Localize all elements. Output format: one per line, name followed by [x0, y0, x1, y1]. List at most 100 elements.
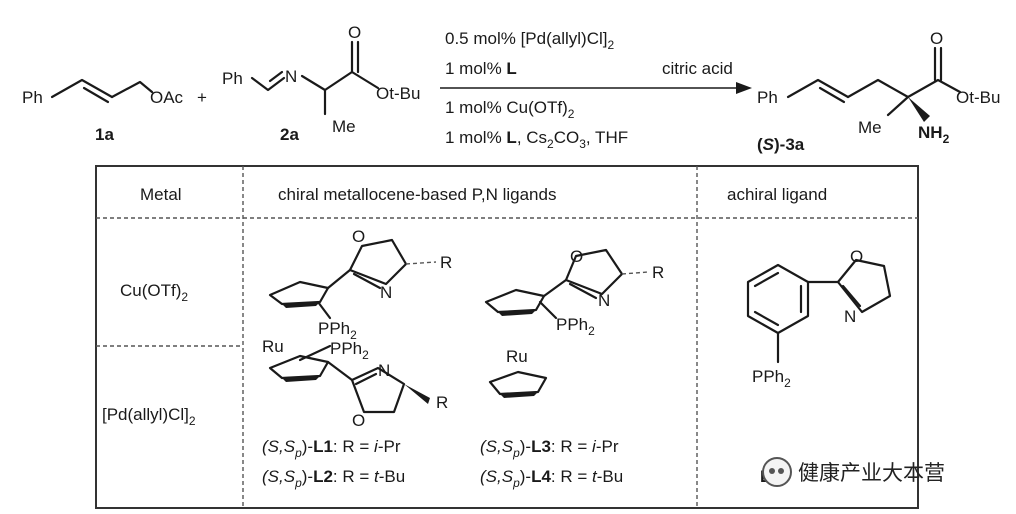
l2-cn-double — [354, 372, 378, 386]
l1-r: R — [440, 253, 452, 272]
l3-cp-front — [498, 310, 536, 316]
l1-cp-front — [282, 302, 320, 308]
reactant2-label: 2a — [280, 125, 299, 144]
ligand-label-l3: (S,Sp)-L3: R = i-Pr — [480, 437, 619, 460]
l1-oxazoline — [348, 238, 408, 286]
l2-ru: Ru — [262, 337, 284, 356]
l1-pph2-bond — [316, 300, 332, 320]
reactant1-ph: Ph — [22, 88, 43, 107]
product-ester-bond — [906, 78, 962, 99]
l1-link-bond — [326, 268, 352, 290]
ligand-label-l4: (S,Sp)-L4: R = t-Bu — [480, 467, 623, 490]
reactant2-ph-ch — [250, 76, 286, 92]
ligand-l4-ru: Ru — [488, 347, 548, 398]
l3-cn-double — [568, 282, 598, 300]
product-double-bond — [818, 86, 846, 104]
row-cu: Cu(OTf)2 — [120, 281, 188, 304]
condition-citric-acid: citric acid — [662, 59, 733, 78]
header-chiral: chiral metallocene-based P,N ligands — [278, 185, 556, 204]
product-me-bond — [886, 95, 910, 117]
achiral-o: O — [850, 247, 863, 266]
achiral-benzene-db1 — [753, 271, 780, 288]
l3-pph2-bond — [538, 300, 558, 320]
ligand-labels: (S,Sp)-L1: R = i-Pr (S,Sp)-L2: R = t-Bu … — [262, 437, 623, 490]
l2-link-bond — [326, 360, 354, 382]
watermark: 健康产业大本营 — [762, 457, 945, 487]
l2-n: N — [378, 361, 390, 380]
condition-pd: 0.5 mol% [Pd(allyl)Cl]2 — [445, 29, 615, 52]
product-3a: Ph O Ot-Bu Me NH2 (S)-3a — [757, 29, 1000, 154]
achiral-n: N — [844, 307, 856, 326]
achiral-benzene — [746, 263, 810, 335]
achiral-pph2: PPh2 — [752, 367, 791, 390]
product-chain — [786, 78, 850, 99]
product-carbonyl-o: O — [930, 29, 943, 48]
table-border — [95, 165, 919, 509]
product-me: Me — [858, 118, 882, 137]
reactant-1a: Ph OAc + 1a — [22, 78, 207, 144]
wechat-icon — [762, 457, 792, 487]
l3-pph2: PPh2 — [556, 315, 595, 338]
achiral-cn-double — [841, 284, 862, 308]
l3-link-bond — [542, 278, 568, 298]
ligand-label-l1: (S,Sp)-L1: R = i-Pr — [262, 437, 401, 460]
arrow-head — [736, 82, 752, 94]
l1-o: O — [352, 227, 365, 246]
l3-cp-ring — [484, 288, 546, 314]
achiral-benzene-db3 — [753, 310, 780, 327]
l2-cp-ring — [268, 354, 330, 380]
plus-sign: + — [197, 88, 207, 107]
l3-n: N — [598, 291, 610, 310]
l2-o: O — [352, 411, 365, 430]
header-achiral: achiral ligand — [727, 185, 827, 204]
l1-n: N — [380, 283, 392, 302]
reactant2-backbone — [300, 70, 380, 92]
product-ester: Ot-Bu — [956, 88, 1000, 107]
l4-cp-front — [500, 392, 538, 398]
reactant1-label: 1a — [95, 125, 114, 144]
achiral-oxazoline — [836, 258, 892, 314]
ligand-l3-top: PPh2 O N R — [484, 247, 664, 338]
reactant2-ester: Ot-Bu — [376, 84, 420, 103]
l1-cn-double — [352, 272, 382, 290]
ligand-table: Metal chiral metallocene-based P,N ligan… — [95, 165, 919, 509]
achiral-ligand: PPh2 O N L — [746, 247, 892, 486]
product-chain2 — [846, 78, 910, 99]
watermark-text: 健康产业大本营 — [798, 461, 945, 485]
product-ph: Ph — [757, 88, 778, 107]
reactant-2a: Ph N O Ot-Bu Me 2a — [222, 23, 420, 144]
reactant1-oac: OAc — [150, 88, 184, 107]
product-nh2: NH2 — [918, 123, 950, 146]
l2-oxazoline — [350, 366, 406, 414]
l1-pph2: PPh2 — [318, 319, 357, 342]
ligand-l1-top: PPh2 O N R — [268, 227, 452, 342]
l4-cp-ring — [488, 370, 548, 396]
ligand-l2-bottom: Ru PPh2 N O R — [262, 337, 448, 430]
reactant2-carbonyl-o: O — [348, 23, 361, 42]
reactant2-ph: Ph — [222, 69, 243, 88]
ligand-label-l2: (S,Sp)-L2: R = t-Bu — [262, 467, 405, 490]
reactant1-chain2 — [110, 80, 154, 99]
reactant2-imine-double — [268, 70, 284, 83]
header-metal: Metal — [140, 185, 182, 204]
row-pd: [Pd(allyl)Cl]2 — [102, 405, 196, 428]
l1-cp-ring — [268, 280, 330, 306]
product-wedge-bond — [908, 97, 930, 122]
reactant1-chain — [50, 78, 114, 99]
l3-r: R — [652, 263, 664, 282]
l2-pph2: PPh2 — [330, 339, 369, 362]
l3-r-bond — [621, 271, 649, 275]
l2-r: R — [436, 393, 448, 412]
l3-oxazoline — [564, 248, 624, 296]
l3-o: O — [570, 247, 583, 266]
reactant2-n: N — [285, 67, 297, 86]
condition-base: 1 mol% L, Cs2CO3, THF — [445, 128, 628, 151]
condition-cu: 1 mol% Cu(OTf)2 — [445, 98, 575, 121]
reactant1-double-bond — [82, 86, 110, 104]
l1-r-bond — [405, 261, 437, 265]
condition-l1: 1 mol% L — [445, 59, 517, 78]
l2-cp-front — [282, 376, 320, 382]
reaction-conditions: 0.5 mol% [Pd(allyl)Cl]2 1 mol% L citric … — [440, 29, 752, 151]
product-label: (S)-3a — [757, 135, 805, 154]
reactant2-me: Me — [332, 117, 356, 136]
